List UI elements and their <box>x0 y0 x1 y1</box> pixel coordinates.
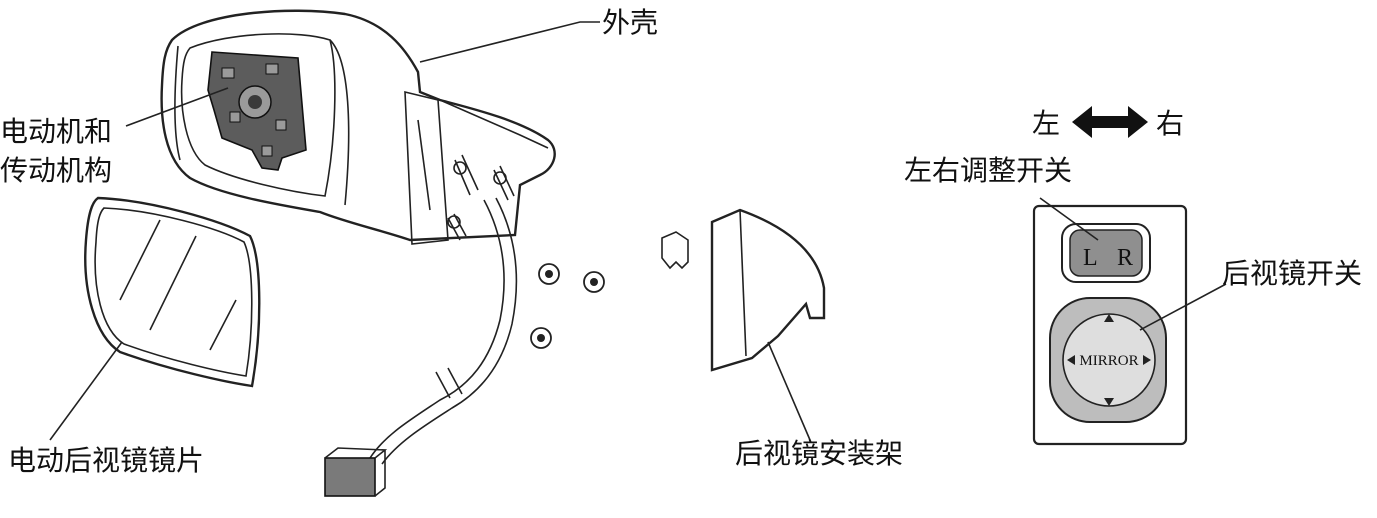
label-mirror-glass: 电动后视镜镜片 <box>8 444 204 477</box>
triangle-left-icon <box>1067 355 1075 365</box>
triangle-right-icon <box>1143 355 1151 365</box>
mirror-glass <box>84 196 261 388</box>
triangle-up-icon <box>1104 314 1114 322</box>
lr-key-r: R <box>1117 245 1133 271</box>
direction-right: 右 <box>1156 107 1184 140</box>
mirror-housing <box>160 9 556 245</box>
label-shell: 外壳 <box>602 6 658 39</box>
wire-connector <box>324 457 376 497</box>
label-motor-line2: 传动机构 <box>0 154 112 187</box>
motor-drive-plate <box>207 51 307 171</box>
lr-adjust-switch[interactable]: L R <box>1061 223 1151 283</box>
double-arrow-icon <box>1072 106 1148 138</box>
lr-key-l: L <box>1083 245 1098 271</box>
mount-studs <box>447 154 515 241</box>
mount-clip <box>661 231 689 270</box>
mirror-adjust-pad[interactable]: MIRROR <box>1049 297 1167 423</box>
leader-lines <box>49 21 1227 441</box>
mirror-pad-text: MIRROR <box>1079 353 1138 369</box>
label-mirror-switch: 后视镜开关 <box>1222 257 1362 290</box>
label-motor-line1: 电动机和 <box>0 115 112 148</box>
mount-nuts <box>530 263 605 349</box>
triangle-down-icon <box>1104 398 1114 406</box>
label-lr-switch: 左右调整开关 <box>904 154 1072 187</box>
mount-bracket <box>710 208 826 372</box>
switch-panel: L R MIRROR <box>1032 204 1188 446</box>
label-mount-bracket: 后视镜安装架 <box>735 437 903 470</box>
direction-indicator: 左 右 <box>1032 106 1184 140</box>
wire-harness <box>324 197 518 497</box>
direction-left: 左 <box>1032 107 1060 140</box>
